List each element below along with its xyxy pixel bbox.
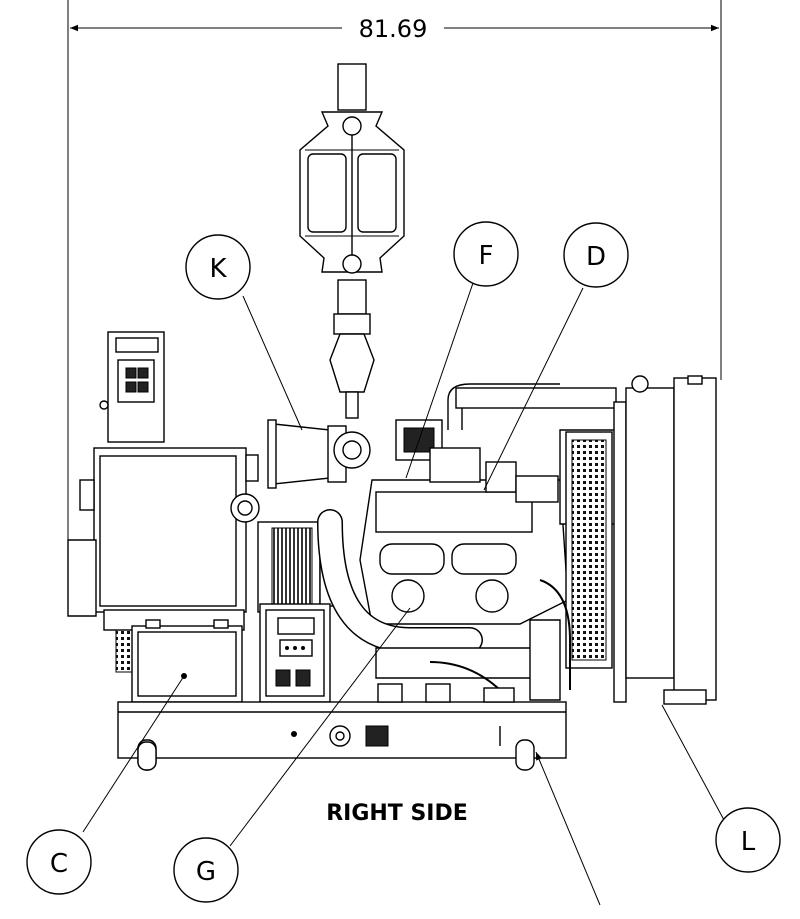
callout-l-label: L: [741, 827, 756, 857]
skid-base: [117, 683, 567, 771]
coolant-hose: [317, 509, 545, 710]
controller-panel: [259, 603, 331, 703]
callout-d: D: [563, 222, 629, 288]
callout-c: C: [26, 829, 92, 895]
radiator: [529, 375, 717, 705]
exhaust-muffler: [299, 63, 405, 419]
control-box: [99, 331, 165, 443]
callout-leaders: [82, 282, 725, 906]
callout-l: L: [715, 807, 781, 873]
callout-f: F: [453, 221, 519, 287]
battery: [131, 619, 243, 703]
callout-g: G: [173, 837, 239, 903]
callout-k-label: K: [209, 254, 227, 284]
callout-d-label: D: [586, 242, 606, 272]
callout-k: K: [185, 234, 251, 300]
callout-f-label: F: [479, 241, 494, 271]
overall-width-label: 81.69: [359, 15, 428, 43]
callout-c-label: C: [50, 849, 68, 879]
view-title: RIGHT SIDE: [326, 801, 468, 826]
overall-width-dimension: 81.69: [67, 0, 722, 560]
flywheel-housing: [257, 521, 337, 613]
alternator: [67, 447, 260, 673]
callout-g-label: G: [196, 857, 216, 887]
